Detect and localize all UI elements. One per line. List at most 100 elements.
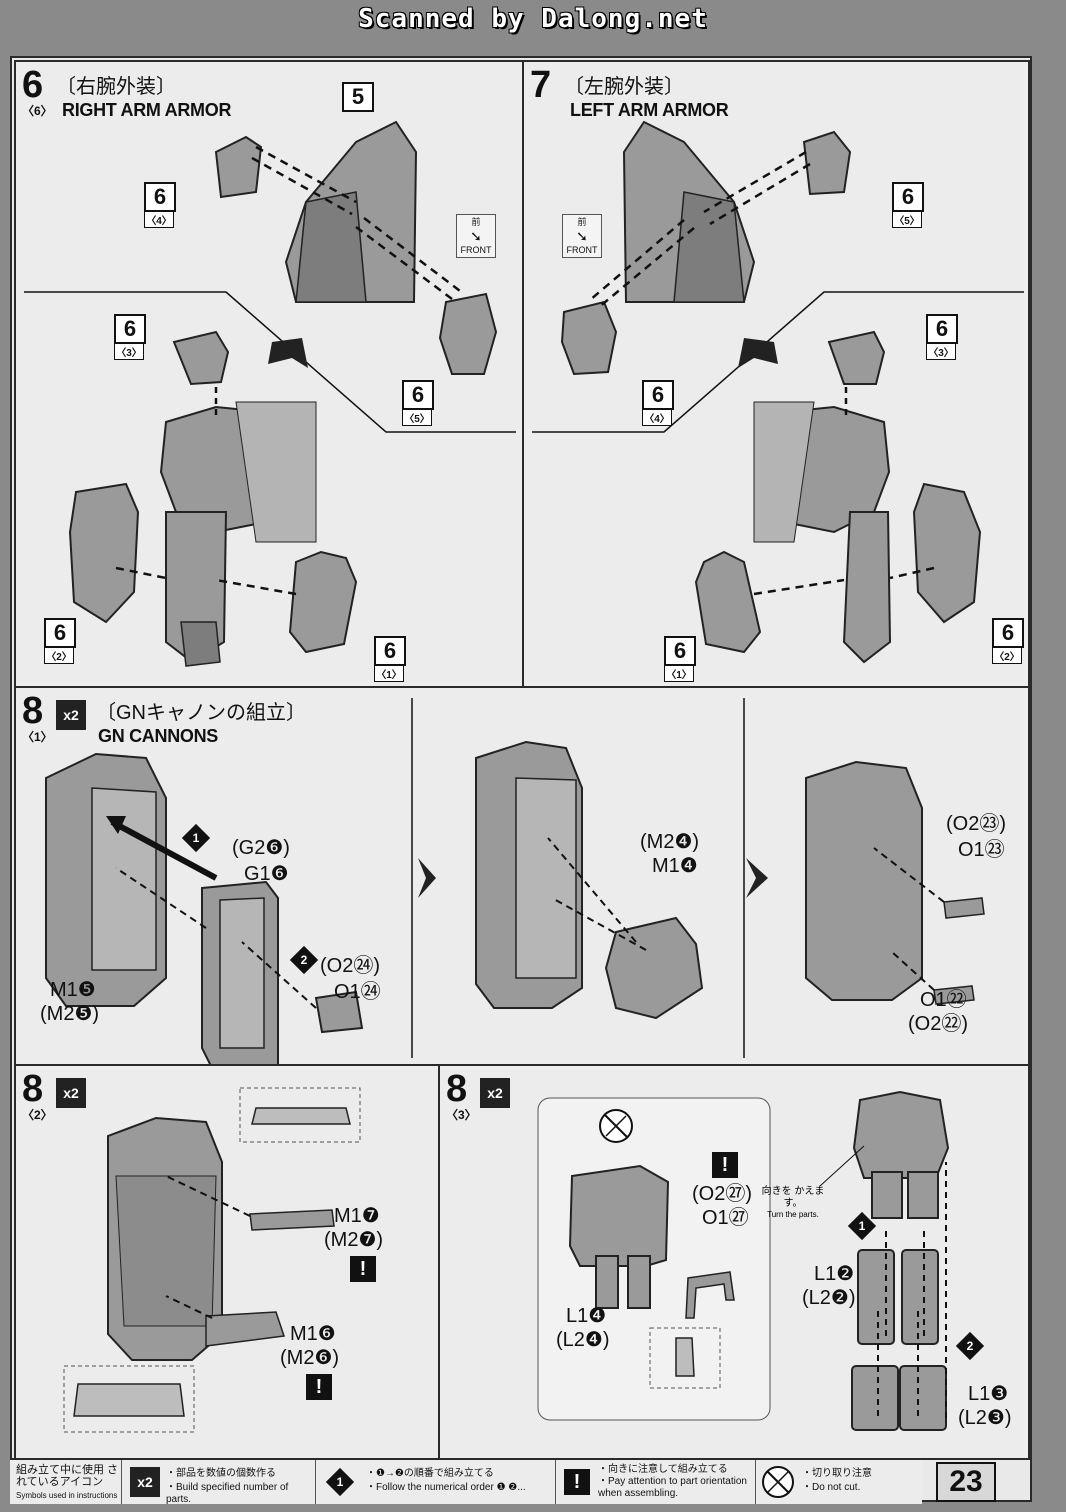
part-code-label: O1㉔: [334, 981, 381, 1003]
step-sub-number: 〈1〉: [22, 730, 53, 744]
legend-text-jp: ・向きに注意して組み立てる: [598, 1464, 728, 1475]
part-tag: 6〈5〉: [402, 380, 434, 426]
step-number: 8: [22, 1068, 44, 1110]
legend-text-en: ・Do not cut.: [802, 1482, 861, 1493]
step-title-jp: 〔右腕外装〕: [56, 76, 176, 98]
step-number: 6: [22, 64, 44, 106]
part-code-label: (M2❹): [640, 831, 700, 853]
legend-item-sequence: 1 ・❶→❷の順番で組み立てる ・Follow the numerical or…: [316, 1460, 556, 1504]
orientation-warning-icon: !: [564, 1469, 590, 1495]
orientation-warning-icon: !: [350, 1256, 376, 1282]
step-number: 8: [22, 690, 44, 732]
step-sub-number: 〈6〉: [22, 104, 53, 118]
part-code-label: M1❺: [50, 979, 96, 1001]
part-code-label: M1❼: [334, 1205, 380, 1227]
legend-item-no-cut: ・切り取り注意 ・Do not cut.: [756, 1460, 922, 1504]
step-8-1-diagram: [45, 698, 985, 1064]
step-8-3-diagram: [537, 1090, 950, 1431]
legend-title-jp: 組み立て中に使用 されているアイコン: [16, 1464, 119, 1488]
part-tag: 6〈2〉: [992, 618, 1024, 664]
part-tag: 6〈2〉: [44, 618, 76, 664]
part-code-label: (M2❼): [324, 1229, 384, 1251]
part-code-label: L1❹: [566, 1305, 607, 1327]
page-number: 23: [936, 1462, 996, 1502]
part-tag: 5: [342, 82, 374, 112]
front-label-en: FRONT: [460, 245, 492, 255]
part-code-label: O1㉓: [958, 839, 1005, 861]
instruction-page: 6 〈6〉 〔右腕外装〕 RIGHT ARM ARMOR: [10, 56, 1032, 1502]
step-title-jp: 〔GNキャノンの組立〕: [96, 702, 306, 724]
icon-legend: 組み立て中に使用 されているアイコン Symbols used in instr…: [10, 1458, 922, 1505]
step-8-2-panel: 8 〈2〉 x2 M1❼ (M2❼) ! M1❻ (M2❻) !: [14, 1064, 440, 1460]
front-label-jp: 前: [577, 217, 587, 227]
part-tag: 6〈1〉: [374, 636, 406, 682]
part-code-label: L1❷: [814, 1263, 855, 1285]
part-code-label: M1❹: [652, 855, 698, 877]
step-title-en: LEFT ARM ARMOR: [570, 100, 729, 120]
sequence-marker-2: 2: [955, 1331, 985, 1361]
sequence-marker-1: 1: [847, 1211, 877, 1241]
part-code-label: (O2㉗): [692, 1183, 752, 1205]
legend-title-en: Symbols used in instructions: [16, 1491, 118, 1500]
step-8-1-panel: 8 〈1〉 x2 〔GNキャノンの組立〕 GN CANNONS: [14, 686, 1030, 1066]
sequence-icon: 1: [325, 1467, 355, 1497]
part-code-label: L1❸: [968, 1383, 1009, 1405]
front-label-en: FRONT: [566, 245, 598, 255]
step-sub-number: 〈3〉: [446, 1108, 477, 1122]
part-code-label: (L2❹): [556, 1329, 610, 1351]
legend-item-multiplier: x2 ・部品を数値の個数作る ・Build specified number o…: [122, 1460, 316, 1505]
front-direction-badge: 前 ➘ FRONT: [456, 214, 496, 258]
legend-title-cell: 組み立て中に使用 されているアイコン Symbols used in instr…: [10, 1460, 122, 1504]
step-8-3-panel: 8 〈3〉 x2: [438, 1064, 1030, 1460]
part-tag: 6〈3〉: [926, 314, 958, 360]
part-tag: 6〈4〉: [144, 182, 176, 228]
part-code-label: (L2❸): [958, 1407, 1012, 1429]
step-number: 8: [446, 1068, 468, 1110]
front-label-jp: 前: [471, 217, 481, 227]
multiplier-badge: x2: [56, 1078, 86, 1108]
part-code-label: O1㉗: [702, 1207, 749, 1229]
front-arrow-icon: ➘: [576, 228, 588, 244]
part-code-label: (O2㉒): [908, 1013, 968, 1035]
part-code-label: (O2㉓): [946, 813, 1006, 835]
part-code-label: (M2❺): [40, 1003, 100, 1025]
step-sub-number: 〈2〉: [22, 1108, 53, 1122]
legend-text-jp: ・切り取り注意: [802, 1468, 872, 1479]
legend-text-jp: ・部品を数値の個数作る: [166, 1468, 276, 1479]
part-code-label: G1❻: [244, 863, 289, 885]
step-8-2-diagram: [63, 1087, 361, 1433]
part-code-label: (L2❷): [802, 1287, 856, 1309]
turn-parts-note: 向きを かえます。 Turn the parts.: [758, 1186, 828, 1219]
step-6-panel: 6 〈6〉 〔右腕外装〕 RIGHT ARM ARMOR: [14, 60, 524, 688]
legend-text-en: ・Follow the numerical order ❶ ❷...: [366, 1482, 526, 1493]
multiplier-badge: x2: [480, 1078, 510, 1108]
part-tag: 6〈4〉: [642, 380, 674, 426]
front-arrow-icon: ➘: [470, 228, 482, 244]
scan-watermark-banner: Scanned by Dalong.net: [358, 4, 708, 34]
step-title-en: GN CANNONS: [98, 726, 219, 746]
part-code-label: (G2❻): [232, 837, 290, 859]
sequence-marker-2: 2: [289, 945, 319, 975]
legend-text-en: ・Pay attention to part orientation when …: [598, 1476, 747, 1499]
sequence-marker-1: 1: [181, 823, 211, 853]
part-code-label: O1㉒: [920, 989, 967, 1011]
step-7-diagram: [532, 120, 1024, 664]
front-direction-badge: 前 ➘ FRONT: [562, 214, 602, 258]
step-7-panel: 7 〔左腕外装〕 LEFT ARM ARMOR 6〈5〉 6〈4〉 6: [522, 60, 1030, 688]
orientation-warning-icon: !: [306, 1374, 332, 1400]
turn-parts-jp: 向きを かえます。: [761, 1186, 825, 1209]
step-title-en: RIGHT ARM ARMOR: [62, 100, 232, 120]
part-tag: 6〈1〉: [664, 636, 696, 682]
multiplier-icon: x2: [130, 1467, 160, 1497]
orientation-warning-icon: !: [712, 1152, 738, 1178]
part-code-label: (O2㉔): [320, 955, 380, 977]
legend-text-en: ・Build specified number of parts.: [166, 1482, 289, 1505]
part-code-label: M1❻: [290, 1323, 336, 1345]
turn-parts-en: Turn the parts.: [767, 1210, 819, 1219]
step-title-jp: 〔左腕外装〕: [564, 76, 684, 98]
step-6-diagram: [24, 120, 516, 667]
part-code-label: (M2❻): [280, 1347, 340, 1369]
legend-item-orientation: ! ・向きに注意して組み立てる ・Pay attention to part o…: [556, 1460, 756, 1504]
part-tag: 6〈5〉: [892, 182, 924, 228]
no-cut-icon: [762, 1466, 794, 1498]
